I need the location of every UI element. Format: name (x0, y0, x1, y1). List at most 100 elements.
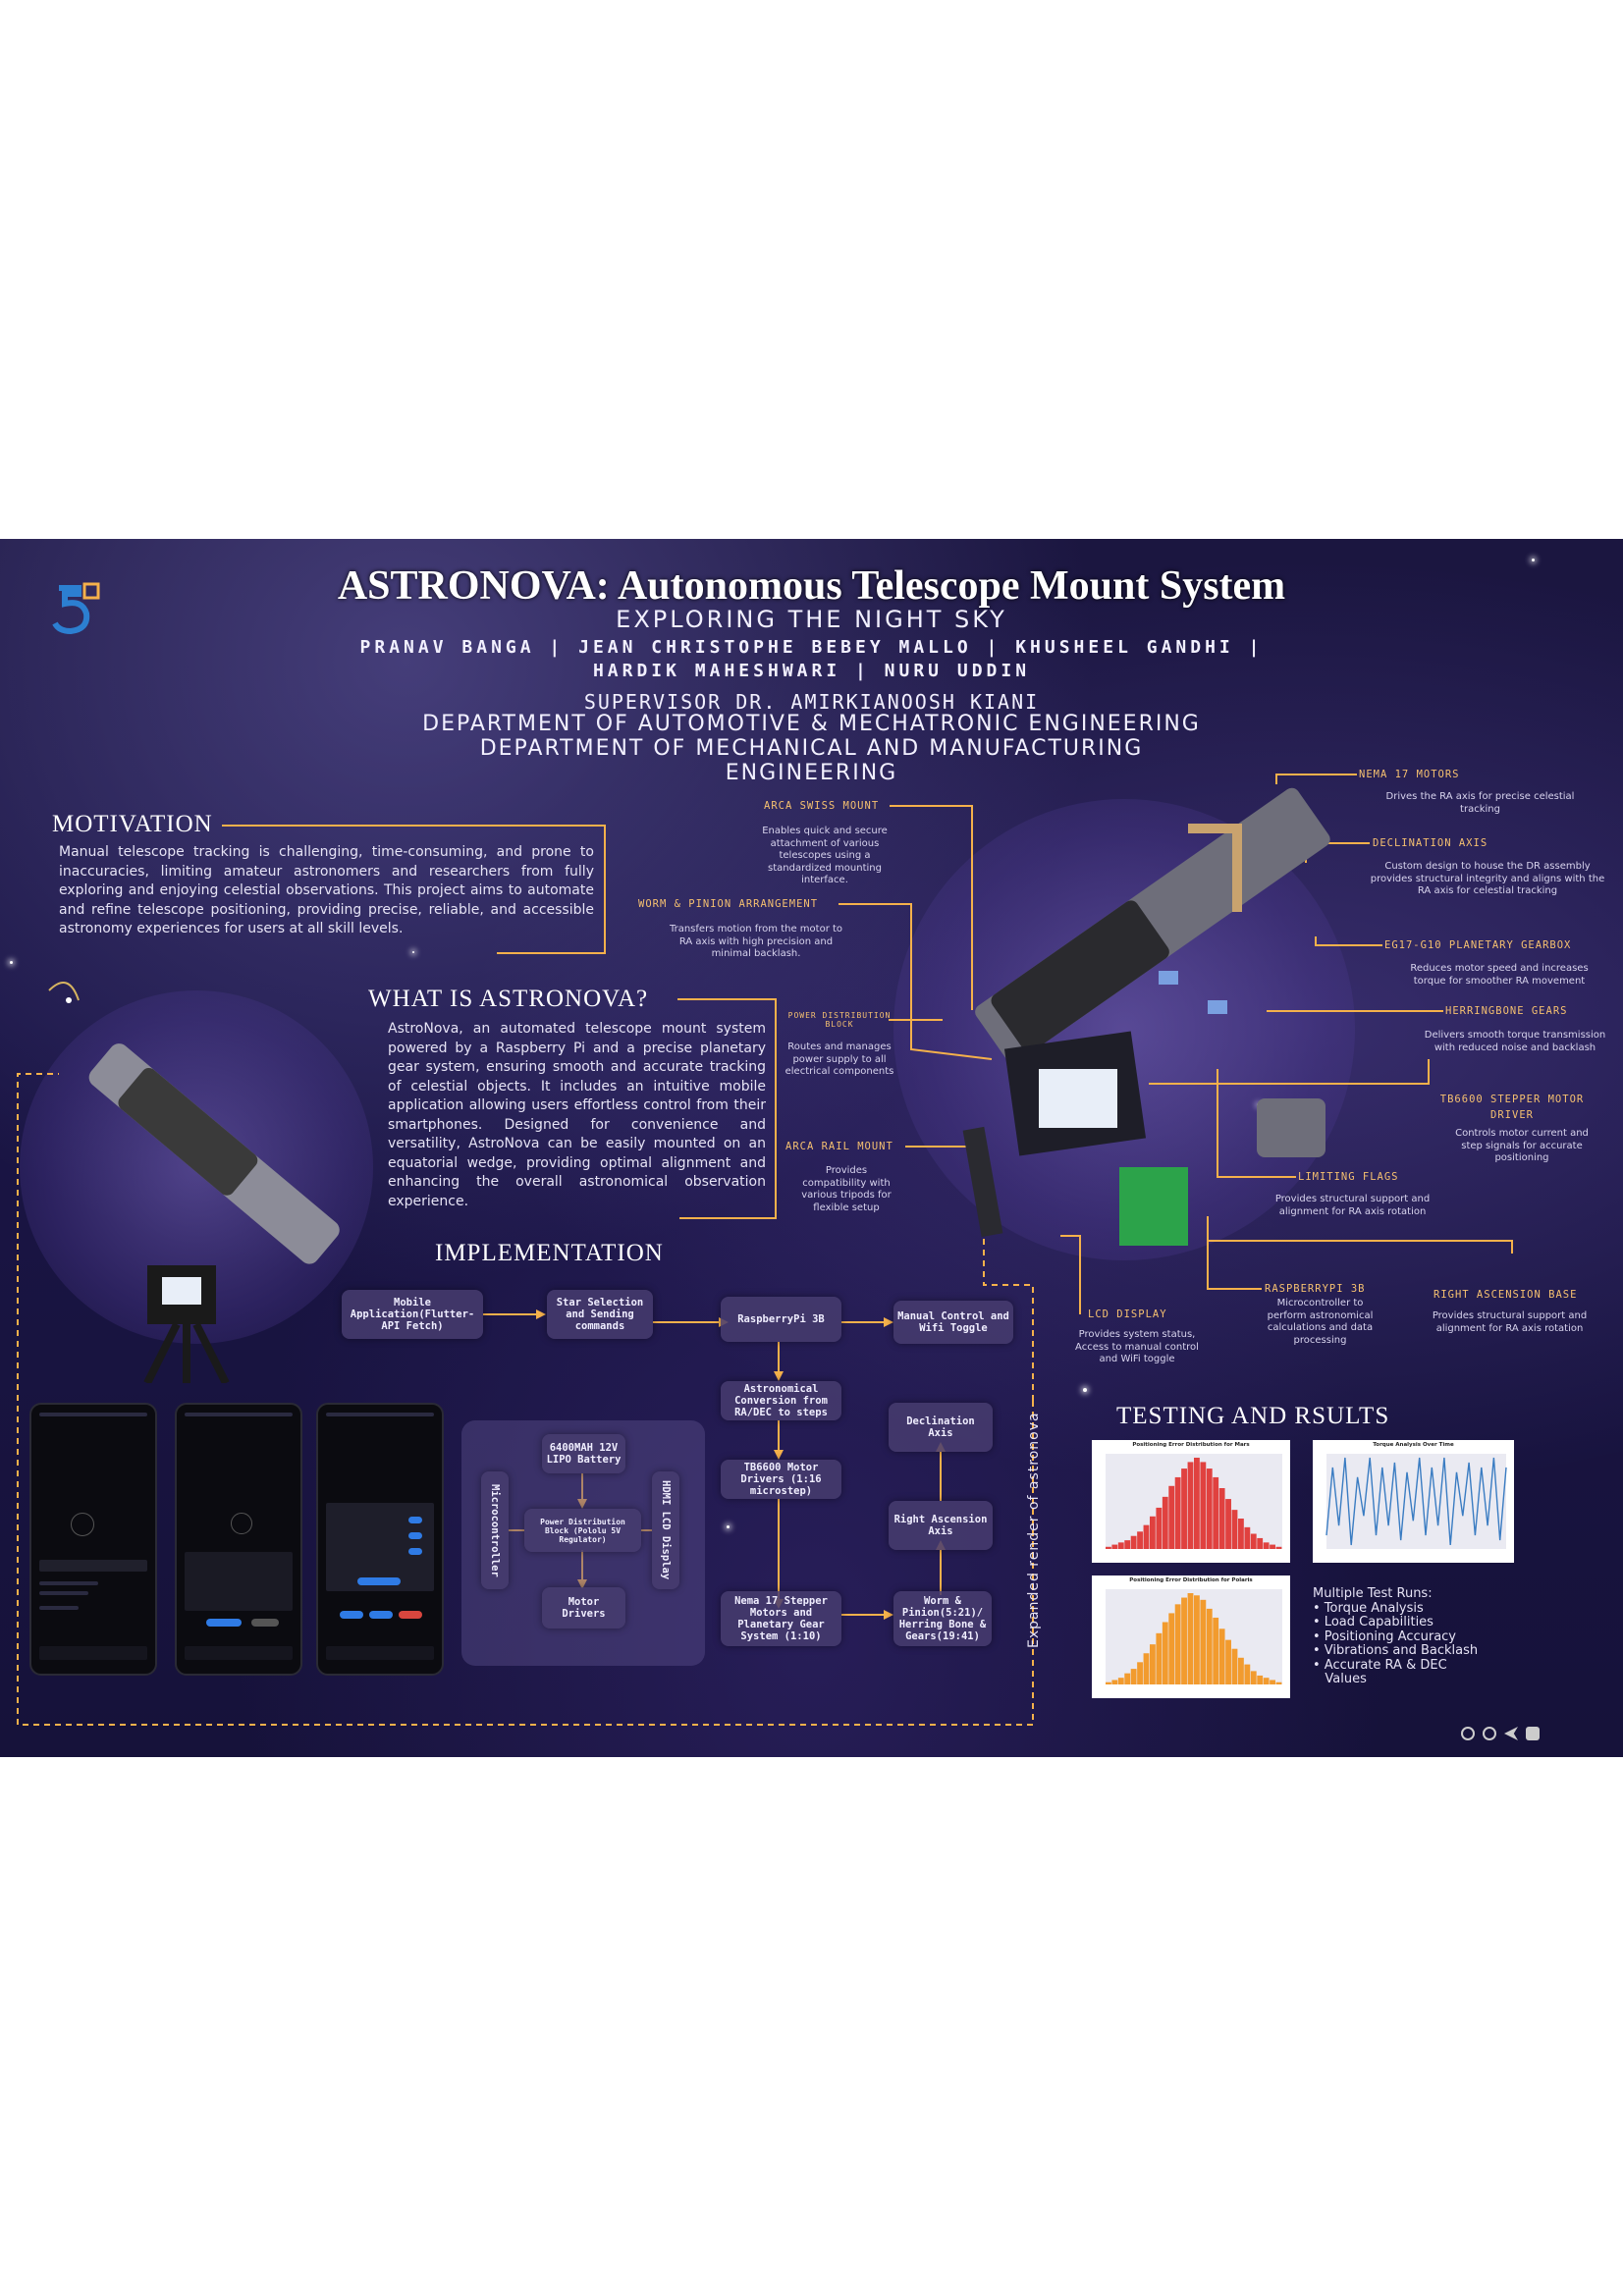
flow-box-manual-control: Manual Control and Wifi Toggle (893, 1301, 1013, 1344)
polaris-bar (1106, 1682, 1111, 1684)
polaris-bar (1231, 1648, 1238, 1684)
mars-bar (1162, 1496, 1168, 1549)
raspberry-logo-icon (1483, 1727, 1496, 1740)
chart-mars: Positioning Error Distribution for Mars (1092, 1440, 1290, 1563)
polaris-bar (1250, 1671, 1257, 1684)
limiting-connector (1217, 1069, 1296, 1178)
authors-line-2: HARDIK MAHESHWARI | NURU UDDIN (592, 661, 1031, 681)
polaris-bar (1130, 1669, 1137, 1684)
star (10, 961, 13, 964)
polaris-bar (1244, 1664, 1251, 1684)
mars-bar (1150, 1516, 1156, 1549)
callout-worm-pinion-title: WORM & PINION ARRANGEMENT (638, 898, 819, 910)
mars-bar (1156, 1507, 1163, 1549)
polaris-bar (1206, 1608, 1213, 1684)
authors-line-1: PRANAV BANGA | JEAN CHRISTOPHE BEBEY MAL… (359, 637, 1264, 658)
mars-bar (1244, 1526, 1251, 1549)
mars-bar (1200, 1462, 1207, 1549)
callout-arca-rail-title: ARCA RAIL MOUNT (785, 1141, 893, 1152)
polaris-bar (1117, 1678, 1124, 1684)
callout-tb6600-text: Controls motor current and step signals … (1455, 1128, 1589, 1163)
callout-nema-title: NEMA 17 MOTORS (1359, 769, 1460, 780)
poster: ASTRONOVA: Autonomous Telescope Mount Sy… (0, 539, 1623, 1757)
expanded-render-label: Expanded render of astronova (1026, 1412, 1042, 1648)
polaris-bar (1225, 1639, 1231, 1684)
mars-bar (1275, 1546, 1282, 1549)
python-logo-icon (1526, 1727, 1540, 1740)
mars-bar (1225, 1499, 1231, 1549)
polaris-bar (1174, 1604, 1181, 1684)
polaris-bar (1200, 1599, 1207, 1684)
what-is-title: WHAT IS ASTRONOVA? (368, 986, 649, 1012)
callout-arca-swiss-text: Enables quick and secure attachment of v… (762, 826, 888, 885)
polaris-bar (1187, 1593, 1194, 1684)
mars-bar (1130, 1535, 1137, 1549)
test-item: • Accurate RA & DEC (1313, 1657, 1447, 1673)
polaris-bar (1168, 1613, 1175, 1684)
connector-lines (17, 774, 1513, 1726)
supervisor: SUPERVISOR DR. AMIRKIANOOSH KIANI (583, 690, 1040, 714)
mars-bar (1143, 1524, 1150, 1549)
flow-box-worm-pinion: Worm & Pinion(5:21)/ Herring Bone & Gear… (893, 1591, 992, 1646)
flow-box-right-ascension: Right Ascension Axis (889, 1501, 993, 1550)
worm-pinion-connector (839, 903, 993, 1060)
callout-dec-axis-title: DECLINATION AXIS (1373, 837, 1488, 849)
flow-box-declination: Declination Axis (889, 1403, 993, 1452)
flow-box-tb6600: TB6600 Motor Drivers (1:16 microstep) (721, 1460, 841, 1499)
mars-bar (1117, 1542, 1124, 1549)
flow-box-raspberry-pi: RaspberryPi 3B (721, 1297, 841, 1342)
flow-box-battery: 6400MAH 12V LIPO Battery (542, 1434, 625, 1473)
whatis-connector (677, 998, 777, 1219)
callout-limiting-text: Provides structural support and alignmen… (1274, 1194, 1431, 1217)
mars-bar (1270, 1544, 1275, 1549)
test-runs-intro: Multiple Test Runs: (1313, 1586, 1433, 1601)
flutter-logo-icon (1504, 1727, 1518, 1740)
testing-title: TESTING AND RSULTS (1116, 1403, 1390, 1429)
test-item: Values (1313, 1672, 1367, 1686)
callout-ra-base-title: RIGHT ASCENSION BASE (1434, 1289, 1578, 1301)
mars-bar (1238, 1519, 1244, 1549)
poster-subtitle: EXPLORING THE NIGHT SKY (616, 606, 1007, 633)
polaris-bar (1275, 1682, 1282, 1684)
flow-box-star-selection: Star Selection and Sending commands (547, 1290, 653, 1339)
chart-mars-plot (1106, 1454, 1282, 1549)
mars-bar (1124, 1540, 1131, 1549)
mars-bar (1137, 1531, 1143, 1549)
polaris-bar (1143, 1653, 1150, 1684)
flow-box-power-distribution: Power Distribution Block (Pololu 5V Regu… (524, 1509, 641, 1552)
nema-connector (1275, 774, 1357, 784)
implementation-title: IMPLEMENTATION (435, 1240, 664, 1266)
polaris-bar (1213, 1617, 1219, 1684)
callout-arca-rail-text: Provides compatibility with various trip… (801, 1165, 892, 1213)
polaris-bar (1270, 1680, 1275, 1684)
callout-ra-base-text: Provides structural support and alignmen… (1432, 1310, 1588, 1334)
flow-box-motor-drivers: Motor Drivers (542, 1587, 625, 1629)
callout-lcd-title: LCD DISPLAY (1088, 1308, 1167, 1320)
poster-title: ASTRONOVA: Autonomous Telescope Mount Sy… (337, 563, 1286, 609)
star (412, 951, 414, 953)
polaris-bar (1194, 1595, 1200, 1684)
test-item: • Load Capabilities (1313, 1615, 1434, 1629)
department-1: DEPARTMENT OF AUTOMOTIVE & MECHATRONIC E… (422, 712, 1201, 736)
flow-box-hdmi-lcd: HDMI LCD Display (652, 1471, 679, 1589)
test-runs-list: Multiple Test Runs: • Torque Analysis • … (1313, 1586, 1509, 1687)
mars-bar (1168, 1485, 1175, 1549)
callout-herringbone-text: Delivers smooth torque transmission with… (1424, 1030, 1606, 1053)
tb6600-connector (1149, 1059, 1430, 1085)
mars-bar (1181, 1468, 1187, 1549)
telescope-render-left (48, 982, 340, 1383)
rpi-connector (1207, 1226, 1262, 1290)
department-2: DEPARTMENT OF MECHANICAL AND MANUFACTURI… (479, 736, 1144, 761)
polaris-bar (1238, 1657, 1244, 1684)
star (1083, 1388, 1087, 1392)
callout-rpi-title: RASPBERRYPI 3B (1265, 1283, 1366, 1295)
polaris-bar (1111, 1680, 1118, 1684)
mars-bar (1106, 1546, 1111, 1549)
polaris-bar (1150, 1644, 1156, 1684)
mars-bar (1194, 1458, 1200, 1549)
phone-screen-star-details (175, 1403, 302, 1676)
lcd-connector (1060, 1235, 1081, 1314)
test-item: • Positioning Accuracy (1313, 1629, 1457, 1644)
polaris-bar (1137, 1662, 1143, 1684)
polaris-bar (1257, 1675, 1264, 1684)
